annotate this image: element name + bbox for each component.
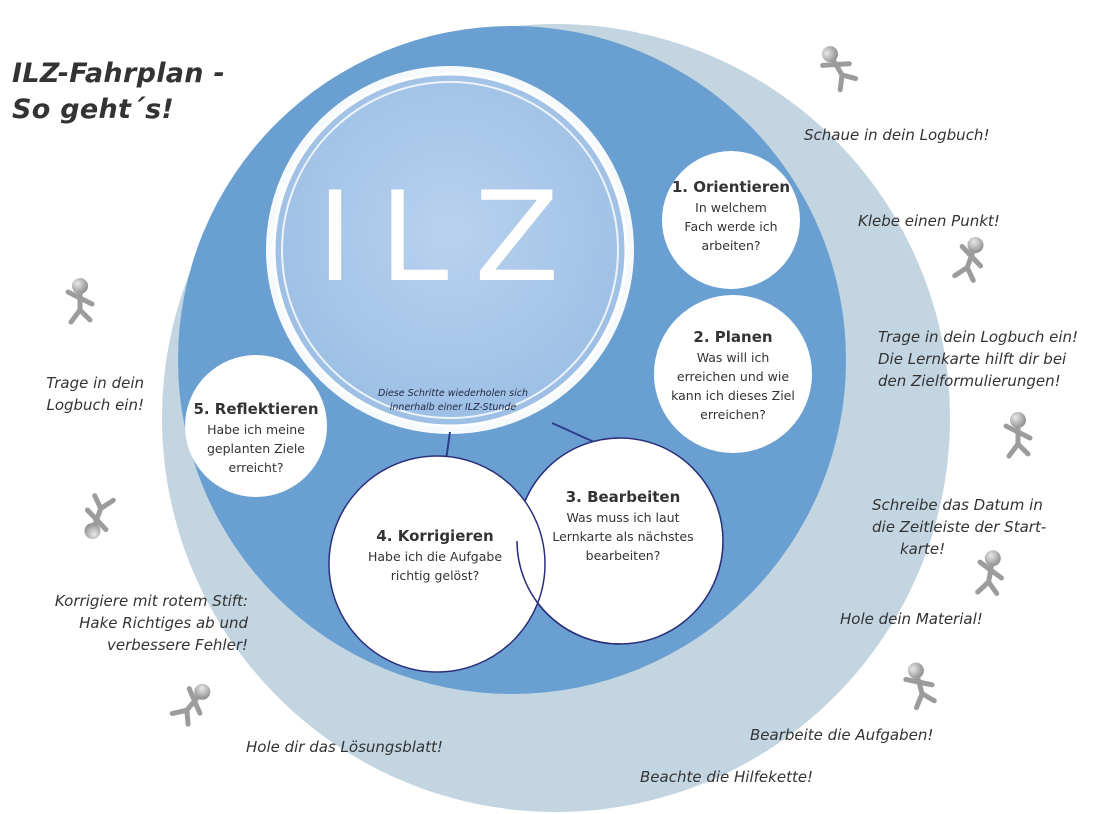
instruction-line: Korrigiere mit rotem Stift: [54,592,248,610]
step-text-line: bearbeiten? [585,548,661,563]
instruction-line: den Zielformulierungen! [878,372,1061,390]
step-circle-reflektieren [185,355,327,497]
step-text-line: Lernkarte als nächstes [552,529,694,544]
repeat-hint-line-1: Diese Schritte wiederholen sich [378,388,528,399]
stick-figure-icon [84,493,116,540]
step-orientieren: 1. Orientieren In welchem Fach werde ich… [662,176,800,255]
instruction-line: Hake Richtiges ab und [79,614,248,632]
title-line-2: So geht´s! [12,94,175,125]
step-text-line: erreichen? [700,407,766,422]
step-text-line: richtig gelöst? [390,568,480,583]
instruction-line: Trage in dein [46,374,144,392]
step-text-line: erreicht? [228,460,284,475]
step-circle-orientieren [662,151,800,289]
instruction-line: Logbuch ein! [46,396,144,414]
stick-figure-icon [1003,412,1033,459]
instruction-line: Trage in dein Logbuch ein! [878,328,1079,346]
instruction-punkt: Klebe einen Punkt! [858,212,1000,230]
instruction-line: Schreibe das Datum in [872,496,1043,514]
instruction-material: Hole dein Material! [840,610,983,628]
instruction-korrigiere: Korrigiere mit rotem Stift: Hake Richtig… [20,590,248,656]
step-heading: 2. Planen [693,328,773,346]
stick-figure-icon [65,278,95,325]
instruction-datum: Schreibe das Datum in die Zeitleiste der… [872,494,1046,560]
step-text-line: Habe ich meine [207,422,305,437]
instruction-line: verbessere Fehler! [107,636,248,654]
logo-circle [272,72,628,428]
stick-figure-icon [820,46,859,93]
ilz-logo-text: ILZ [316,166,586,310]
step-overlap-outline [516,540,621,645]
repeat-hint: Diese Schritte wiederholen sich innerhal… [360,387,546,415]
connector-4 [445,431,451,461]
step-text-line: In welchem [695,200,767,215]
step-text-line: Was will ich [696,350,770,365]
step-heading: 4. Korrigieren [376,527,494,545]
step-circle-korrigieren [328,455,546,673]
instruction-trage-ein: Trage in dein Logbuch ein! Die Lernkarte… [878,326,1078,392]
step-text-line: geplanten Ziele [207,441,305,456]
instruction-line: Die Lernkarte hilft dir bei [878,350,1067,368]
step-text-line: Fach werde ich [684,219,778,234]
instruction-logbuch: Schaue in dein Logbuch! [804,126,990,144]
step-heading: 5. Reflektieren [193,400,319,418]
step-reflektieren: 5. Reflektieren Habe ich meine geplanten… [186,398,326,477]
stick-figure-icon [903,662,937,711]
step-bearbeiten: 3. Bearbeiten Was muss ich laut Lernkart… [540,486,706,565]
instruction-line: die Zeitleiste der Start- [872,518,1047,536]
instruction-line: karte! [900,540,946,558]
title-line-1: ILZ-Fahrplan - [12,58,226,89]
step-korrigieren: 4. Korrigieren Habe ich die Aufgabe rich… [350,525,520,585]
stick-figure-icon [952,236,984,283]
stick-figure-icon [975,550,1004,596]
step-text-line: erreichen und wie [676,369,790,384]
logo-circle-inner-ring [281,81,619,419]
step-heading: 1. Orientieren [671,178,791,196]
stick-figure-icon [169,683,211,727]
step-circle-planen [654,295,812,453]
step-planen: 2. Planen Was will ich erreichen und wie… [656,326,810,424]
step-heading: 3. Bearbeiten [565,488,681,506]
step-text-line: kann ich dieses Ziel [671,388,795,403]
instruction-aufgaben: Bearbeite die Aufgaben! [750,726,934,744]
instruction-trage-left: Trage in dein Logbuch ein! [20,372,144,416]
instruction-loesungsblatt: Hole dir das Lösungsblatt! [246,738,443,756]
connector-3 [551,422,595,443]
step-text-line: Habe ich die Aufgabe [367,549,503,564]
step-text-line: arbeiten? [701,238,761,253]
page-title: ILZ-Fahrplan - So geht´s! [12,56,225,128]
instruction-hilfekette: Beachte die Hilfekette! [640,768,814,786]
step-text-line: Was muss ich laut [566,510,680,525]
repeat-hint-line-2: innerhalb einer ILZ-Stunde [389,402,517,413]
